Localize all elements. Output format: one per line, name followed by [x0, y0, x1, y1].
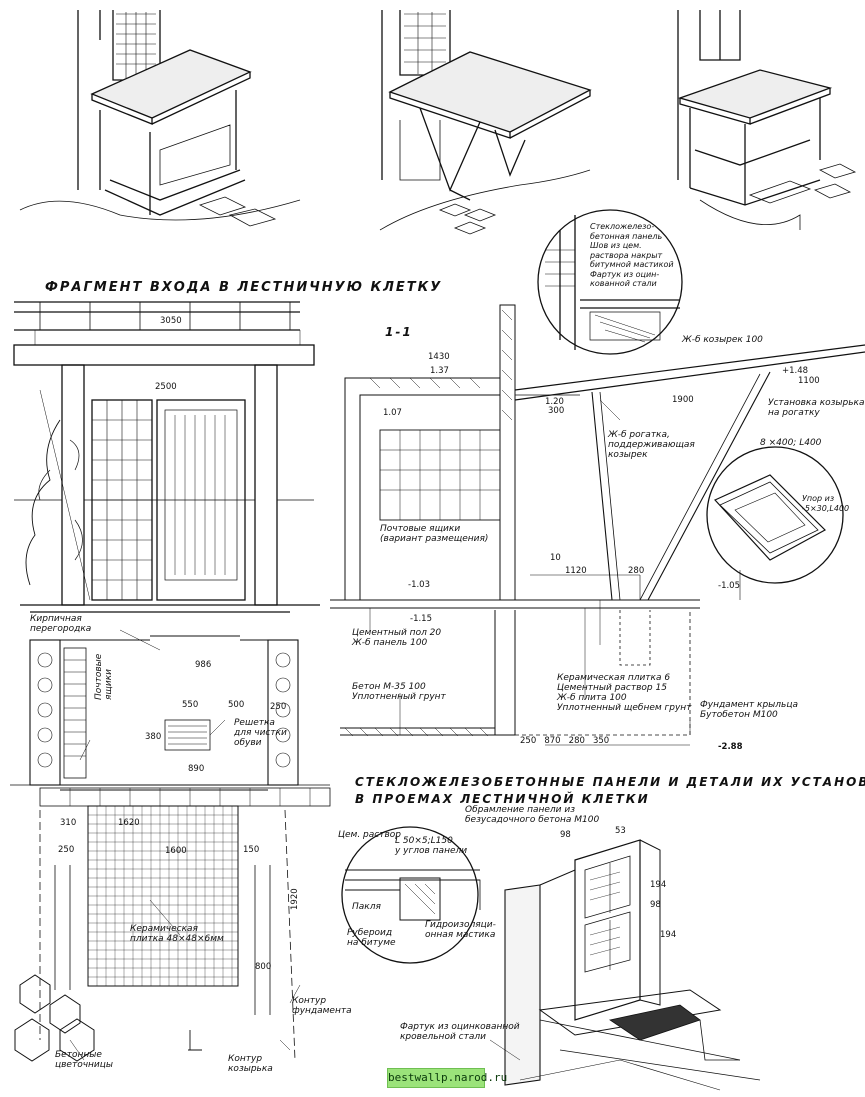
label-foundation: Фундамент крыльца Бутобетон М100	[700, 700, 798, 720]
plan-dim-986: 986	[195, 660, 212, 670]
label-tile: Керамическая плитка 6 Цементный раствор …	[557, 673, 692, 713]
sketch-entrance-3	[677, 10, 857, 230]
label-canopy-outline: Контур козырька	[228, 1054, 273, 1074]
label-grate: Решетка для чистки обуви	[234, 718, 287, 748]
label-rebar: 8 ×400; L400	[760, 438, 822, 448]
detail-circle-panel-seam	[537, 209, 683, 355]
section-dim-plus148: +1.48	[782, 366, 809, 376]
elevation-dim-width: 2500	[155, 382, 177, 392]
section-dim-1100: 1100	[798, 376, 820, 386]
label-plan-mail: Почтовые ящики	[94, 653, 114, 700]
label-flashing: Фартук из оцинкованной кровельной стали	[400, 1022, 520, 1042]
section-1-1	[330, 304, 865, 746]
panel-dim-53: 53	[615, 826, 626, 836]
plan-dim-890: 890	[188, 764, 205, 774]
label-cement: Цем. раствор	[338, 830, 401, 840]
plan-dim-380: 380	[145, 732, 162, 742]
panel-install-detail	[341, 826, 761, 1091]
plan-dim-250-b: 250	[58, 845, 75, 855]
section-dim-1900: 1900	[672, 395, 694, 405]
panel-dim-194: 194	[650, 880, 667, 890]
label-flowerpots: Бетонные цветочницы	[55, 1050, 113, 1070]
section-dim-neg103: -1.03	[408, 580, 430, 590]
plan-view	[10, 635, 331, 1062]
sketch-entrance-1	[19, 10, 301, 227]
plan-dim-310: 310	[60, 818, 77, 828]
section-bottom-dims: 250 870 280 350	[520, 736, 610, 746]
plan-dim-800: 800	[255, 962, 272, 972]
panel-dim-98-b: 98	[650, 900, 661, 910]
detail-circle-canopy-support	[706, 446, 844, 584]
plan-dim-1920: 1920	[290, 888, 300, 910]
section-dim-137: 1.37	[430, 366, 449, 376]
label-plan-tile: Керамическая плитка 48×48×6мм	[130, 924, 224, 944]
plan-dim-150: 150	[243, 845, 260, 855]
section-dim-107: 1.07	[383, 408, 402, 418]
label-stop: Упор из -5×30,L400	[802, 494, 850, 513]
plan-dim-550: 550	[182, 700, 199, 710]
section-dim-280: 280	[628, 566, 645, 576]
elevation-dim-top: 3050	[160, 316, 182, 326]
heading-glass-panels-line2: В ПРОЕМАХ ЛЕСТНИЧНОЙ КЛЕТКИ	[355, 792, 650, 806]
section-dim-300: 300	[548, 406, 565, 416]
section-dim-neg115: -1.15	[410, 614, 432, 624]
detail-top-label: Стекложелезо- бетонная панель Шов из цем…	[590, 222, 674, 288]
panel-dim-98: 98	[560, 830, 571, 840]
label-strut: Ж-б рогатка, поддерживающая козырек	[608, 430, 695, 460]
label-foundation-outline: Контур фундамента	[292, 996, 352, 1016]
section-label: 1-1	[385, 325, 413, 339]
label-canopy: Ж-б козырек 100	[682, 335, 763, 345]
section-dim-neg105: -1.05	[718, 581, 740, 591]
section-dim-1430: 1430	[428, 352, 450, 362]
label-mastic: Гидроизоляци- онная мастика	[425, 920, 496, 940]
label-tow: Пакля	[352, 902, 381, 912]
section-dim-1120: 1120	[565, 566, 587, 576]
heading-entrance-fragment: ФРАГМЕНТ ВХОДА В ЛЕСТНИЧНУЮ КЛЕТКУ	[45, 280, 443, 295]
panel-dim-194-b: 194	[660, 930, 677, 940]
label-roofing: Рубероид на битуме	[347, 928, 396, 948]
section-elev-288: -2.88	[718, 742, 743, 752]
section-dim-120: 1.20	[545, 397, 564, 407]
plan-dim-250: 250	[270, 702, 287, 712]
label-frame: Обрамление панели из безусадочного бетон…	[465, 805, 600, 825]
label-mailboxes: Почтовые ящики (вариант размещения)	[380, 524, 489, 544]
plan-dim-500: 500	[228, 700, 245, 710]
watermark-link[interactable]: bestwallp.narod.ru	[387, 1068, 507, 1088]
label-partition: Кирпичная перегородка	[30, 614, 92, 634]
sketch-entrance-2	[379, 10, 592, 235]
heading-glass-panels-line1: СТЕКЛОЖЕЛЕЗОБЕТОННЫЕ ПАНЕЛИ И ДЕТАЛИ ИХ …	[355, 775, 865, 789]
plan-dim-1620: 1620	[118, 818, 140, 828]
label-install: Установка козырька на рогатку	[768, 398, 865, 418]
section-dim-10: 10	[550, 553, 561, 563]
elevation-view	[13, 301, 320, 613]
label-angle: L 50×5;L150 у углов панели	[395, 836, 468, 856]
label-floor: Цементный пол 20 Ж-б панель 100	[352, 628, 442, 648]
label-concrete: Бетон М-35 100 Уплотненный грунт	[352, 682, 446, 702]
plan-dim-1600: 1600	[165, 846, 187, 856]
